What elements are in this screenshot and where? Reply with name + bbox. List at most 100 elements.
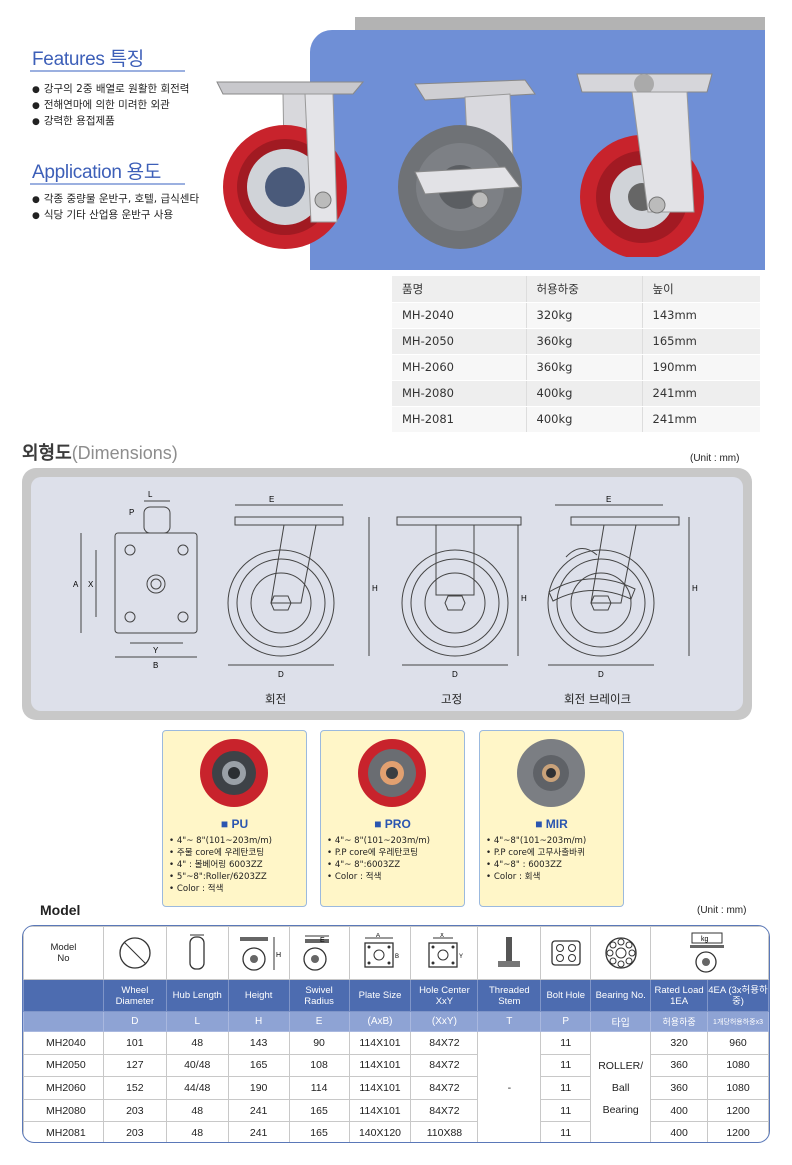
svg-text:Y: Y [459, 954, 463, 960]
dimensions-drawing-area: L P A X Y B E H D H D E H D 회전 고정 회전 브레이… [31, 477, 743, 711]
column-header: 허용하중 [525, 276, 642, 303]
abbr-cell: 1개당허용하중x3 [707, 1011, 769, 1032]
table-cell: 1080 [707, 1076, 769, 1100]
swivel-caster-image [576, 73, 713, 257]
list-item: P.P core에 고무사출바퀴 [486, 847, 586, 859]
dim-label-x: X [88, 580, 94, 589]
list-item: 4"~ 8"(101~203m/m) [169, 835, 272, 847]
dim-label-p: P [129, 508, 134, 517]
table-row: MH-2050 360kg 165mm [392, 328, 760, 355]
table-cell: 165 [288, 1121, 350, 1142]
height-icon: H [227, 926, 290, 980]
model-title: Model [40, 902, 81, 918]
dimensions-title: 외형도(Dimensions) [22, 443, 178, 464]
table-row: MH-2081 400kg 241mm [392, 406, 760, 433]
spec-table: 품명 허용하중 높이 MH-2040 320kg 143mm MH-2050 3… [392, 276, 760, 433]
table-cell: 114X101 [348, 1098, 412, 1123]
abbr-cell [23, 1011, 104, 1032]
column-header: Hub Length [165, 979, 229, 1012]
svg-text:B: B [395, 954, 399, 960]
table-cell: 84X72 [410, 1031, 479, 1055]
table-cell: MH-2060 [392, 354, 526, 381]
table-cell: MH-2081 [392, 406, 526, 433]
table-cell: 101 [102, 1031, 167, 1055]
table-cell: 400 [650, 1121, 709, 1142]
table-cell: 152 [102, 1076, 167, 1100]
model-unit: (Unit : mm) [697, 905, 747, 916]
table-cell: 400kg [525, 406, 642, 433]
table-cell: 165mm [641, 328, 760, 355]
application-divider [30, 183, 185, 185]
table-cell: 400kg [525, 380, 642, 407]
column-header: Threaded Stem [477, 979, 542, 1012]
column-header: Bolt Hole [540, 979, 592, 1012]
table-cell: 960 [707, 1031, 769, 1055]
abbr-cell: T [477, 1011, 542, 1032]
dim-label-d: D [598, 670, 604, 679]
list-item: 4" : 볼베어링 6003ZZ [169, 859, 272, 871]
table-cell: 114X101 [348, 1076, 412, 1100]
swivel-radius-icon: E [288, 926, 350, 980]
abbreviation-row: D L H E (AxB) (XxY) T P 타입 허용하중 1개당허용하중x… [23, 1011, 769, 1032]
dim-label-y: Y [153, 646, 159, 655]
table-header-row: 품명 허용하중 높이 [392, 276, 760, 303]
features-divider [30, 70, 185, 72]
table-cell: 140X120 [348, 1121, 412, 1142]
table-cell: 320 [650, 1031, 709, 1055]
column-header: 품명 [392, 276, 526, 303]
table-cell: 143 [227, 1031, 290, 1055]
abbr-cell: (XxY) [410, 1011, 479, 1032]
table-cell: 360kg [525, 328, 642, 355]
table-cell: 40/48 [165, 1053, 229, 1078]
pro-wheel-image [358, 739, 426, 807]
hub-length-icon [165, 926, 229, 980]
table-cell: 241mm [641, 380, 760, 407]
wheel-card-pu: ■ PU 4"~ 8"(101~203m/m) 주물 core에 우레탄코팅 4… [162, 730, 307, 907]
table-cell: 203 [102, 1121, 167, 1142]
dim-label-a: A [73, 580, 79, 589]
dim-label-d: D [452, 670, 458, 679]
threaded-stem-icon [477, 926, 542, 980]
svg-text:A: A [376, 933, 380, 939]
list-item: 주물 core에 우레탄코팅 [169, 847, 272, 859]
abbr-cell: 타입 [590, 1011, 652, 1032]
table-cell: 165 [227, 1053, 290, 1078]
svg-text:kg: kg [701, 936, 709, 943]
table-cell: 44/48 [165, 1076, 229, 1100]
wheel-name: ■ MIR [535, 817, 568, 831]
table-row: MH2050 127 40/48 165 108 114X101 84X72 1… [23, 1053, 769, 1078]
table-row: MH-2080 400kg 241mm [392, 380, 760, 407]
list-item: 4"~8"(101~203m/m) [486, 835, 586, 847]
abbr-cell: D [102, 1011, 167, 1032]
table-row: MH-2040 320kg 143mm [392, 302, 760, 329]
table-row: MH-2060 360kg 190mm [392, 354, 760, 381]
dim-label-h: H [372, 584, 378, 593]
table-cell: 90 [288, 1031, 350, 1055]
table-cell: 1200 [707, 1098, 769, 1123]
table-cell: 360 [650, 1053, 709, 1078]
abbr-cell: H [227, 1011, 290, 1032]
threaded-stem-cell: - [477, 1031, 542, 1142]
table-cell: 190mm [641, 354, 760, 381]
column-header: Hole Center XxY [410, 979, 479, 1012]
dim-label-e: E [606, 495, 611, 504]
table-cell: 110X88 [410, 1121, 479, 1142]
wheel-specs: 4"~ 8"(101~203m/m) 주물 core에 우레탄코팅 4" : 볼… [169, 835, 272, 895]
svg-text:H: H [276, 952, 281, 959]
table-cell: 360kg [525, 354, 642, 381]
list-item: 전해연마에 의한 미려한 외관 [32, 98, 189, 114]
column-header [23, 979, 104, 1012]
list-item: 5"~8":Roller/6203ZZ [169, 871, 272, 883]
view-label-fixed: 고정 [441, 692, 463, 706]
svg-text:X: X [440, 933, 444, 939]
abbr-cell: E [288, 1011, 350, 1032]
model-cell: MH2080 [23, 1098, 104, 1123]
table-row: MH2040 101 48 143 90 114X101 84X72 - 11 … [23, 1031, 769, 1142]
table-cell: MH-2050 [392, 328, 526, 355]
table-cell: 1080 [707, 1053, 769, 1078]
